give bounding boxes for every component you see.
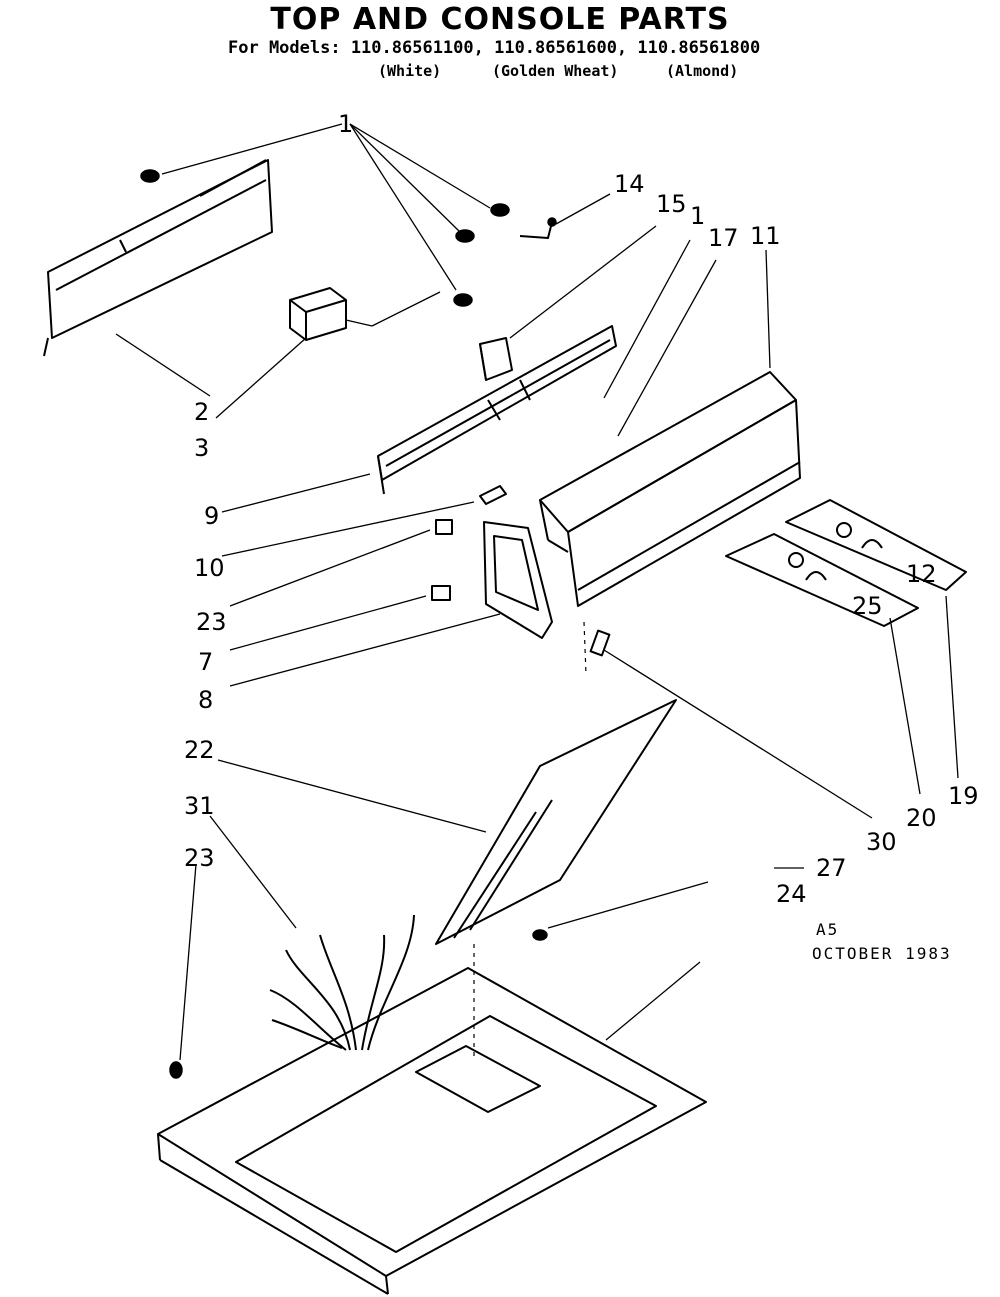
callout-27: 27	[816, 854, 847, 882]
callout-24: 24	[776, 880, 807, 908]
model-color-white: (White)	[378, 62, 442, 80]
callout-11: 11	[750, 222, 781, 250]
footnote-code: A5	[816, 920, 840, 939]
callout-17: 17	[708, 224, 739, 252]
callout-12: 12	[906, 560, 937, 588]
callout-14: 14	[614, 170, 645, 198]
model-color-almond: (Almond)	[666, 62, 739, 80]
callout-31: 31	[184, 792, 215, 820]
callout-20: 20	[906, 804, 937, 832]
part-control-panel	[435, 699, 677, 945]
callout-23a: 23	[196, 608, 227, 636]
callout-10: 10	[194, 554, 225, 582]
part-console-housing	[539, 371, 801, 607]
callout-8: 8	[198, 686, 214, 714]
callout-15: 15	[656, 190, 687, 218]
callout-22: 22	[184, 736, 215, 764]
part-lamp-assembly	[725, 499, 967, 627]
leader-lines	[115, 123, 959, 1061]
part-timer	[289, 287, 441, 341]
callout-19: 19	[948, 782, 979, 810]
part-screws	[140, 169, 510, 307]
callout-1b: 1	[690, 202, 706, 230]
model-color-golden-wheat: (Golden Wheat)	[492, 62, 619, 80]
callout-7: 7	[198, 648, 214, 676]
footnote-date: OCTOBER 1983	[812, 944, 952, 963]
part-main-top	[157, 967, 707, 1295]
callout-9: 9	[204, 502, 220, 530]
callout-1: 1	[338, 110, 354, 138]
part-small-clips	[431, 485, 611, 657]
callout-2: 2	[194, 398, 210, 426]
part-control-rail	[377, 325, 617, 495]
callout-23b: 23	[184, 844, 215, 872]
diagram-title: TOP AND CONSOLE PARTS	[270, 2, 730, 37]
part-wire-harness	[169, 914, 548, 1079]
part-lamp-wire	[519, 217, 557, 239]
models-line: For Models: 110.86561100, 110.86561600, …	[228, 38, 761, 58]
callout-3: 3	[194, 434, 210, 462]
callout-30: 30	[866, 828, 897, 856]
callout-25: 25	[852, 592, 883, 620]
part-back-panel	[43, 159, 273, 357]
part-bracket	[479, 337, 513, 381]
part-end-cap	[483, 521, 553, 639]
